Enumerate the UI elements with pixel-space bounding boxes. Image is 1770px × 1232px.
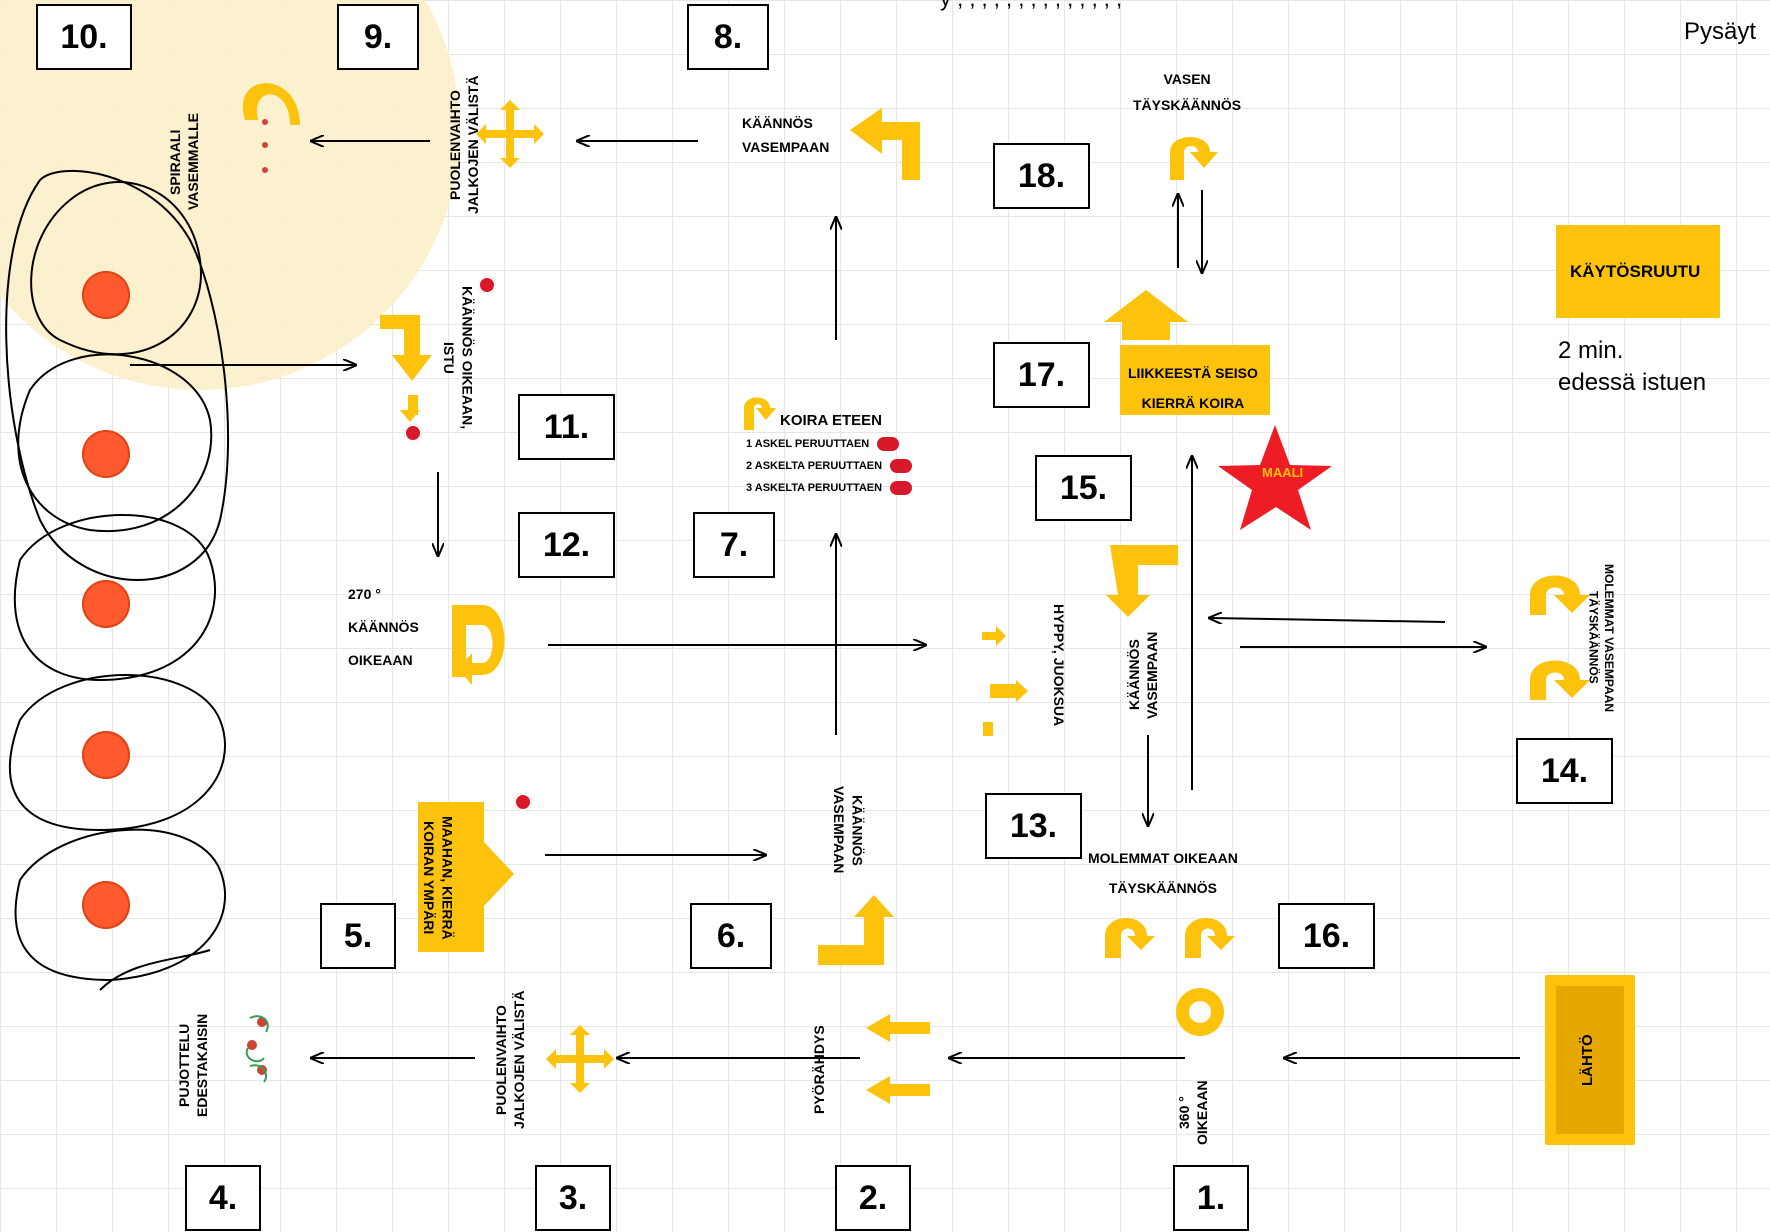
sign-puolenvaihto-top: PUOLENVAIHTO JALKOJEN VÄLISTÄ [447, 75, 482, 215]
station-number: 14. [1516, 738, 1613, 804]
station-number: 7. [693, 512, 775, 578]
koira-eteen-rows: 1 ASKEL PERUUTTAEN 2 ASKELTA PERUUTTAEN … [746, 433, 913, 499]
goal-star [1218, 425, 1332, 530]
koira-eteen-row: 3 ASKELTA PERUUTTAEN [746, 477, 913, 499]
slalom-path [5, 169, 355, 991]
weave-glyph [245, 1015, 269, 1083]
station-number: 10. [36, 4, 132, 70]
cone-2 [82, 430, 130, 478]
station-number: 4. [185, 1165, 261, 1231]
station-number: 12. [518, 512, 615, 578]
sign-lahto: LÄHTÖ [1579, 1034, 1596, 1086]
cone-3 [82, 580, 130, 628]
station-number: 3. [535, 1165, 611, 1231]
sign-kaytosruutu: KÄYTÖSRUUTU [1570, 262, 1701, 281]
cone-4 [82, 731, 130, 779]
row-label: 3 ASKELTA PERUUTTAEN [746, 482, 883, 494]
sign-kaannos-vasempaan-low: KÄÄNNÖS VASEMPAAN [831, 786, 866, 874]
sign-glyphs [242, 83, 1720, 1145]
sign-kaannos-360: 360 ° OIKEAAN [1176, 1080, 1211, 1145]
station-number: 6. [690, 903, 772, 969]
sign-maahan: MAAHAN, KIERRÄ KOIRAN YMPÄRI [421, 815, 456, 940]
sign-spiraali: SPIRAALI VASEMMALLE [167, 113, 202, 211]
station-number: 5. [320, 903, 396, 969]
station-number: 11. [518, 394, 615, 460]
stop-marker [404, 424, 422, 442]
station-number: 13. [985, 793, 1082, 859]
koira-eteen-row: 2 ASKELTA PERUUTTAEN [746, 455, 913, 477]
row-label: 2 ASKELTA PERUUTTAEN [746, 460, 883, 472]
cone-5 [82, 881, 130, 929]
sign-molemmat-vasempaan: MOLEMMAT VASEMPAAN TÄYSKÄÄNNÖS [1586, 563, 1617, 712]
route-arrows [312, 141, 1520, 1058]
station-number: 2. [835, 1165, 911, 1231]
sign-pyorahdys: PYÖRÄHDYS [811, 1025, 827, 1115]
sign-pujottelu: PUJOTTELU EDESTAKAISIN [176, 1013, 211, 1117]
goal-label: MAALI [1262, 465, 1304, 480]
station-number: 17. [993, 342, 1090, 408]
station-number: 18. [993, 143, 1090, 209]
sign-kaannos-oikeaan-istu: KÄÄNNÖS OIKEAAN, ISTU [441, 286, 476, 430]
top-text: Pysäyt [1684, 18, 1757, 45]
sign-molemmat-oikeaan: MOLEMMAT OIKEAAN TÄYSKÄÄNNÖS [1088, 850, 1238, 896]
sign-kaannos-vasempaan-top: KÄÄNNÖS VASEMPAAN [742, 115, 830, 155]
station-number: 15. [1035, 455, 1132, 521]
stop-marker [890, 481, 913, 495]
koira-eteen-row: 1 ASKEL PERUUTTAEN [746, 433, 912, 455]
cone-1 [82, 271, 130, 319]
kaytosruutu-note: 2 min. edessä istuen [1558, 337, 1707, 396]
sign-kaannos-270: 270 ° KÄÄNNÖS OIKEAAN [348, 586, 419, 668]
station-number: 9. [337, 4, 419, 70]
sign-puolenvaihto-low: PUOLENVAIHTO JALKOJEN VÄLISTÄ [493, 990, 528, 1130]
sign-koira-eteen-title: KOIRA ETEEN [780, 412, 882, 429]
sign-vasen-tayskaannos: VASEN TÄYSKÄÄNNÖS [1133, 71, 1242, 113]
station-number: 1. [1173, 1165, 1249, 1231]
stop-marker [514, 793, 532, 811]
station-number: 16. [1278, 903, 1375, 969]
sign-kaannos-vasempaan-mid: KÄÄNNÖS VASEMPAAN [1126, 631, 1161, 719]
stop-marker [877, 437, 900, 451]
sign-liikkeesta: LIIKKEESTÄ SEISO KIERRÄ KOIRA [1128, 365, 1258, 411]
stop-marker [478, 276, 496, 294]
top-fragment: y , , , , , , , , , , , , , , [940, 0, 1122, 12]
row-label: 1 ASKEL PERUUTTAEN [746, 438, 870, 450]
station-number: 8. [687, 4, 769, 70]
stop-marker [890, 459, 913, 473]
sign-hyppy: HYPPY, JUOKSUA [1051, 603, 1068, 727]
